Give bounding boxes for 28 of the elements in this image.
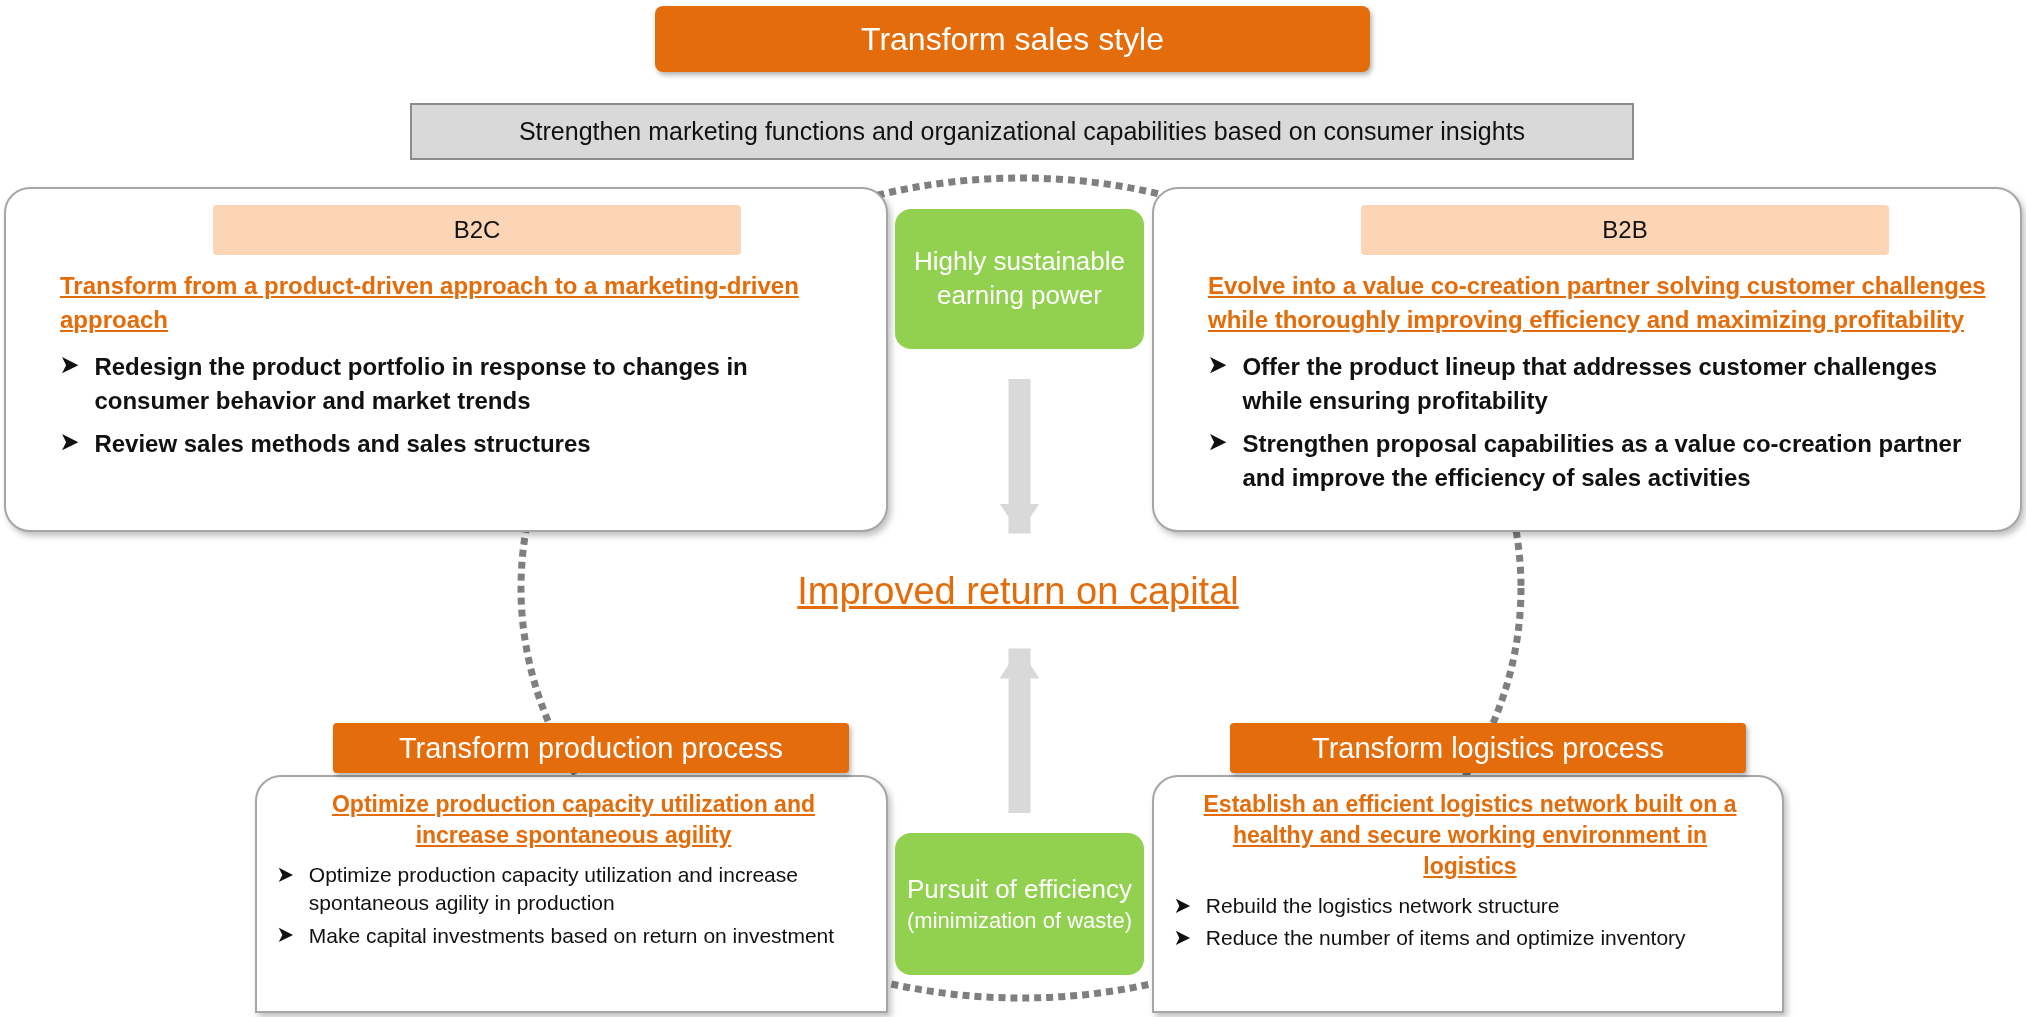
segment-tag: B2B <box>1361 205 1889 255</box>
bullet-text: Strengthen proposal capabilities as a value co-creation partner and improve the efficiency of sales activities <box>1242 429 1963 493</box>
process-banner: Transform logistics process <box>1230 723 1746 773</box>
process-heading: Establish an efficient logistics network built on a healthy and secure working environment in logistics <box>1202 790 1738 882</box>
bullet-text: Review sales methods and sales structures <box>94 429 591 460</box>
b2b-card <box>1152 187 2022 532</box>
process-heading: Optimize production capacity utilization and increase spontaneous agility <box>330 790 816 851</box>
block-arrow <box>999 648 1040 813</box>
bullet-text: Rebuild the logistics network structure <box>1205 893 1560 920</box>
bullet-text: Make capital investments based on return on investment <box>308 922 835 949</box>
title-banner: Transform sales style <box>655 6 1370 72</box>
goal-note: (minimization of waste) <box>906 906 1133 935</box>
outcome-text: Improved return on capital <box>797 569 1239 613</box>
strategy-heading: Evolve into a value co-creation partner solving customer challenges while thoroughly improving efficiency and maximizing profitability <box>1208 271 1987 335</box>
bullet-text: Optimize production capacity utilization and increase spontaneous agility in production <box>308 862 799 917</box>
process-banner: Transform production process <box>333 723 849 773</box>
b2c-card <box>4 187 888 532</box>
segment-tag: B2C <box>213 205 741 255</box>
bullet-text: Reduce the number of items and optimize inventory <box>1205 925 1686 952</box>
goal-text: Highly sustainable earning power <box>913 245 1126 312</box>
goal-box <box>895 209 1144 349</box>
goal-text: Pursuit of efficiency <box>906 872 1133 906</box>
bullet-text: Redesign the product portfolio in response to changes in consumer behavior and market trends <box>94 352 749 416</box>
strategy-heading: Transform from a product-driven approach to a marketing-driven approach <box>60 271 800 335</box>
goal-box <box>895 833 1144 975</box>
bullet-text: Offer the product lineup that addresses customer challenges while ensuring profitability <box>1242 352 1939 416</box>
block-arrow <box>999 379 1040 534</box>
strategy-banner: Strengthen marketing functions and organizational capabilities based on consumer insights <box>410 103 1634 160</box>
